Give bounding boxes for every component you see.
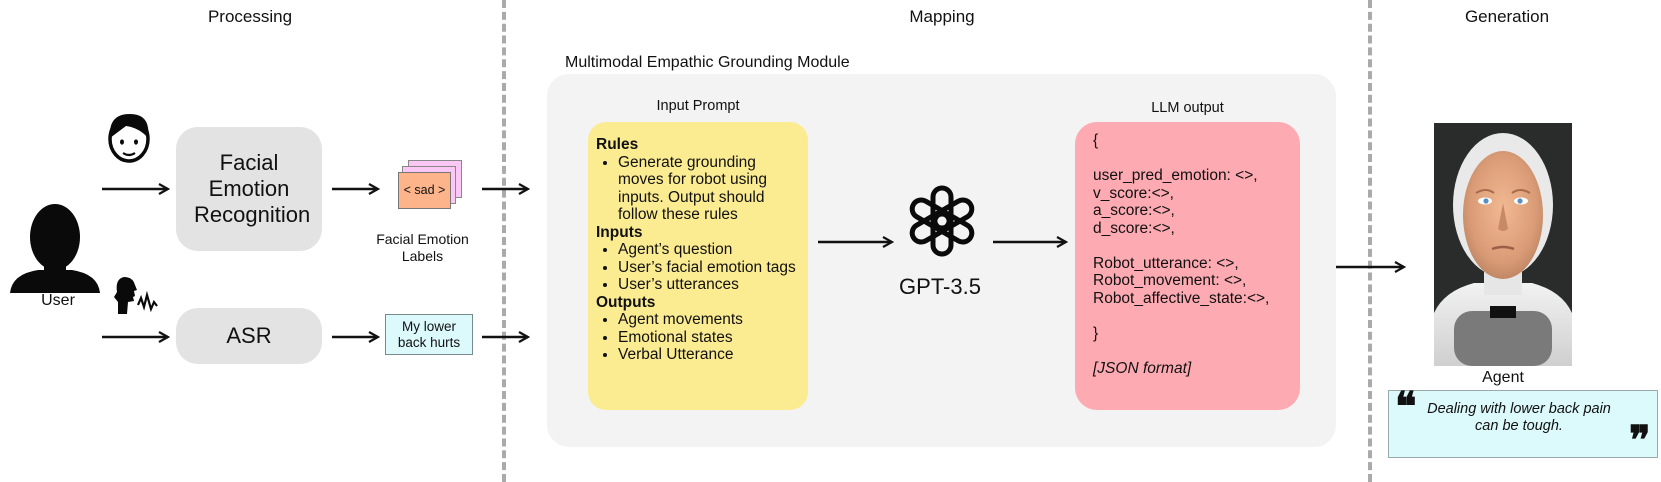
rules-header: Rules [596, 136, 639, 153]
inputs-header: Inputs [596, 223, 643, 241]
user-label: User [41, 292, 75, 309]
input-prompt-box: Rules Generate grounding moves for robot… [588, 122, 808, 410]
outputs-list: Agent movements Emotional states Verbal … [596, 311, 796, 364]
speech-transcript-text: My lower back hurts [397, 318, 461, 350]
asr-label: ASR [226, 323, 272, 348]
llm-output-line: v_score:<>, [1093, 184, 1174, 202]
llm-output-content: { user_pred_emotion: <>, v_score:<>, a_s… [1093, 132, 1269, 377]
outputs-item: Emotional states [618, 329, 796, 347]
llm-output-line [1093, 307, 1269, 325]
facial-emotion-recognition-box: Facial Emotion Recognition [176, 127, 322, 251]
section-title-mapping: Mapping [909, 7, 975, 26]
face-icon [108, 114, 150, 163]
agent-utterance-text: Dealing with lower back pain can be toug… [1427, 401, 1611, 434]
module-title: Multimodal Empathic Grounding Module [565, 54, 850, 71]
llm-output-line: Robot_affective_state:<>, [1093, 289, 1270, 307]
speaking-head-icon [114, 277, 158, 314]
section-title-processing: Processing [207, 7, 293, 26]
gpt-label: GPT-3.5 [899, 274, 981, 299]
llm-output-box: { user_pred_emotion: <>, v_score:<>, a_s… [1075, 122, 1300, 410]
llm-output-line: } [1093, 324, 1099, 342]
separator-processing-mapping [502, 0, 506, 482]
inputs-item: User’s facial emotion tags [618, 259, 796, 277]
llm-output-line: user_pred_emotion: <>, [1093, 167, 1258, 184]
separator-mapping-generation [1368, 0, 1372, 482]
sad-emotion-tag: < sad > [398, 172, 451, 209]
llm-output-line [1093, 150, 1269, 168]
llm-output-line [1093, 342, 1269, 360]
inputs-list: Agent’s question User’s facial emotion t… [596, 241, 796, 294]
llm-output-line: Robot_utterance: <>, [1093, 254, 1239, 272]
agent-label: Agent [1482, 369, 1524, 386]
outputs-item: Agent movements [618, 311, 796, 329]
input-prompt-title: Input Prompt [656, 98, 740, 114]
llm-output-line: { [1093, 132, 1099, 149]
fer-label: Facial Emotion Recognition [194, 150, 311, 227]
rules-item: Generate grounding moves for robot using… [618, 154, 796, 224]
robot-head-image [1434, 123, 1572, 366]
asr-box: ASR [176, 308, 322, 364]
speech-transcript-tag: My lower back hurts [385, 314, 473, 355]
robot-head-drawing [1434, 133, 1572, 366]
llm-output-title: LLM output [1151, 100, 1224, 116]
agent-utterance-box: ❝ Dealing with lower back pain can be to… [1388, 383, 1658, 464]
llm-output-line: a_score:<>, [1093, 202, 1175, 219]
llm-output-format-note: [JSON format] [1093, 359, 1192, 377]
outputs-header: Outputs [596, 293, 656, 311]
outputs-item: Verbal Utterance [618, 346, 796, 364]
section-title-generation: Generation [1464, 7, 1550, 26]
open-quote-icon: ❝ [1395, 383, 1417, 430]
rules-list: Generate grounding moves for robot using… [596, 154, 796, 224]
input-prompt-content: Rules Generate grounding moves for robot… [596, 136, 796, 364]
user-silhouette-icon [10, 204, 100, 293]
inputs-item: User’s utterances [618, 276, 796, 294]
llm-output-line: d_score:<>, [1093, 219, 1175, 237]
llm-output-line [1093, 237, 1269, 255]
inputs-item: Agent’s question [618, 241, 796, 259]
close-quote-icon: ❞ [1629, 417, 1651, 464]
facial-emotion-labels-caption: Facial Emotion Labels [376, 231, 469, 264]
llm-output-line: Robot_movement: <>, [1093, 272, 1247, 289]
